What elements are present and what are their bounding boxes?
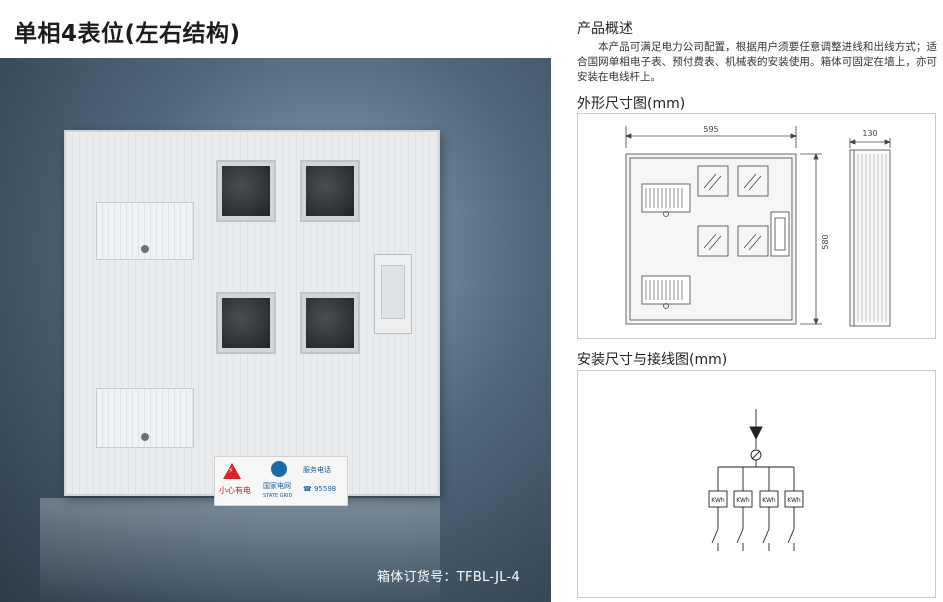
wiring-heading: 安装尺寸与接线图(mm) — [577, 352, 728, 368]
wiring-diagram-panel: KWh KWh KWh KWh — [577, 370, 936, 598]
meter-window-4 — [300, 292, 360, 354]
left-bottom-cover — [96, 388, 194, 448]
meter-label-4: KWh — [787, 497, 801, 504]
left-top-cover — [96, 202, 194, 260]
meter-label-2: KWh — [736, 497, 750, 504]
warning-triangle-icon — [223, 463, 241, 479]
page-title: 单相4表位(左右结构) — [14, 21, 241, 47]
dimensions-heading: 外形尺寸图(mm) — [577, 96, 686, 112]
meter-label-3: KWh — [762, 497, 776, 504]
state-grid-logo — [271, 461, 287, 477]
dimension-drawing-panel: 595 130 580 — [577, 113, 936, 339]
caution-text: 小心有电 — [219, 486, 251, 495]
depth-label: 130 — [862, 129, 877, 138]
meter-window-1 — [216, 160, 276, 222]
photo-reflection — [40, 498, 440, 602]
order-number: 箱体订货号：TFBL-JL-4 — [377, 570, 521, 585]
dimension-drawing: 595 130 580 — [624, 125, 892, 327]
width-label: 595 — [703, 125, 718, 134]
meter-label-1: KWh — [711, 497, 725, 504]
meter-window-2 — [300, 160, 360, 222]
overview-text: 本产品可满足电力公司配置，根据用户须要任意调整进线和出线方式；适合国网单相电子表… — [577, 41, 937, 83]
height-label: 580 — [821, 234, 830, 249]
service-text: 服务电话 — [303, 466, 331, 474]
wiring-diagram: KWh KWh KWh KWh — [708, 409, 804, 551]
meter-window-3 — [216, 292, 276, 354]
service-phone: ☎ 95598 — [303, 485, 337, 493]
overview-heading: 产品概述 — [577, 21, 633, 37]
door-latch — [374, 254, 412, 334]
